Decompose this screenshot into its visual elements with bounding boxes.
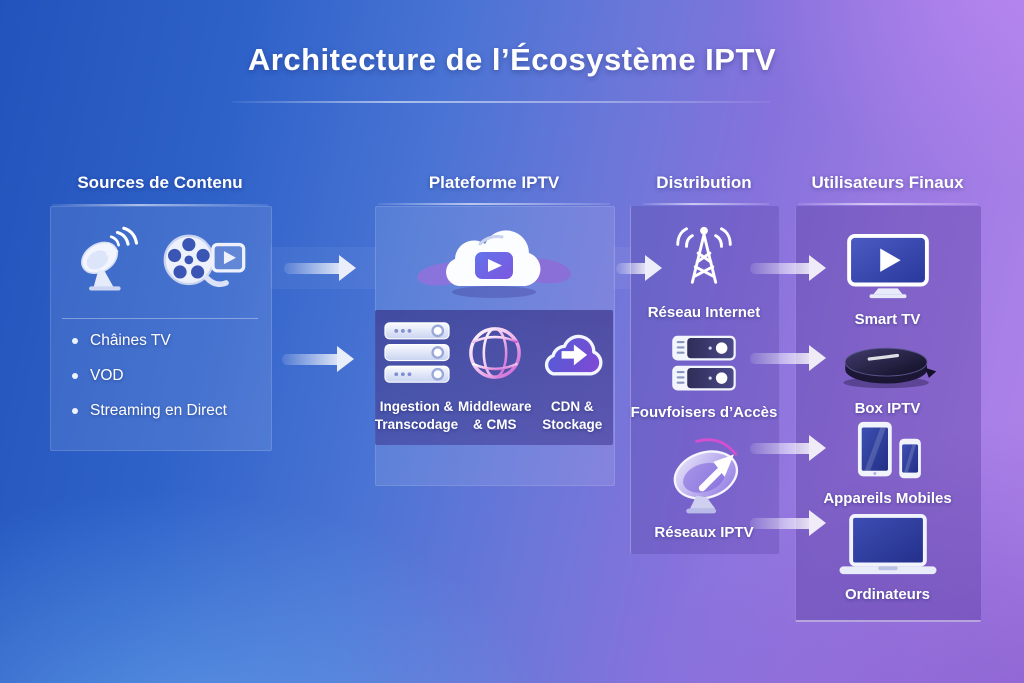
server-stack-icon: [383, 322, 450, 383]
cloud-share-icon: [545, 334, 603, 376]
platform-components-row: Ingestion & Transcodage Middle: [375, 316, 613, 433]
sources-divider: [62, 318, 258, 319]
flow-arrow-platform-to-distribution: [616, 255, 662, 281]
sources-column-header: Sources de Contenu: [77, 173, 243, 192]
smart-tv-icon: [846, 233, 929, 299]
node-label: Smart TV: [854, 311, 921, 328]
satellite-dish-icon: [81, 226, 139, 291]
node-label: Réseau Internet: [647, 304, 761, 321]
users-column-header: Utilisateurs Finaux: [811, 173, 964, 192]
user-device-node: Smart TV: [795, 232, 980, 328]
platform-column-header: Plateforme IPTV: [428, 173, 560, 192]
source-item-label: VOD: [90, 367, 124, 384]
icon-box: [380, 316, 454, 390]
flow-arrow-to-computers: [750, 510, 826, 536]
component-label: CDN & Stockage: [542, 399, 603, 432]
iptv-box-icon: [842, 347, 936, 389]
source-item-label: Streaming en Direct: [90, 402, 227, 419]
flow-arrow-sources-to-platform-bottom: [282, 346, 354, 372]
cloud-play-icon: [417, 230, 571, 298]
distribution-node: Réseau Internet: [630, 220, 778, 321]
bullet-dot: [72, 373, 78, 379]
distribution-node: Fouvfoisers d’Accès: [630, 334, 778, 421]
sources-icon-row: [50, 222, 270, 300]
platform-component: Middleware & CMS: [456, 316, 534, 433]
satellite-dish-arrow-icon: [673, 438, 739, 514]
source-item-label: Châines TV: [90, 332, 171, 349]
node-label: Réseaux IPTV: [654, 524, 754, 541]
list-item: Châines TV: [72, 330, 262, 352]
sources-header-underline: [52, 204, 268, 206]
flow-arrow-sources-to-platform-top: [284, 255, 356, 281]
globe-icon: [468, 327, 521, 379]
antenna-tower-icon: [676, 226, 732, 284]
sources-list: Châines TV VOD Streaming en Direct: [72, 330, 262, 435]
platform-header-underline: [378, 203, 610, 205]
platform-component: Ingestion & Transcodage: [374, 316, 459, 433]
page-title: Architecture de l’Écosystème IPTV: [247, 42, 777, 77]
list-item: Streaming en Direct: [72, 400, 262, 422]
sources-panel: [50, 206, 272, 451]
node-label: Appareils Mobiles: [823, 490, 952, 507]
icon-box: [464, 316, 526, 390]
distribution-header-underline: [643, 203, 769, 205]
access-servers-icon: [672, 335, 736, 391]
mobile-devices-icon: [857, 421, 921, 479]
user-device-node: Ordinateurs: [795, 514, 980, 603]
node-label: Box IPTV: [854, 400, 921, 417]
laptop-icon: [839, 514, 936, 575]
component-label: Middleware & CMS: [457, 399, 532, 432]
title-divider: [232, 101, 770, 103]
bullet-dot: [72, 338, 78, 344]
list-item: VOD: [72, 365, 262, 387]
bullet-dot: [72, 408, 78, 414]
user-device-node: Appareils Mobiles: [795, 420, 980, 507]
user-device-node: Box IPTV: [795, 338, 980, 417]
flow-arrow-to-smart-tv: [750, 255, 826, 281]
icon-box: [536, 316, 608, 390]
flow-arrow-to-mobiles: [750, 435, 826, 461]
users-header-underline: [798, 203, 978, 205]
component-label: Ingestion & Transcodage: [374, 399, 459, 432]
film-reel-icon: [163, 234, 246, 287]
node-label: Fouvfoisers d’Accès: [630, 404, 778, 421]
flow-arrow-to-box-iptv: [750, 345, 826, 371]
node-label: Ordinateurs: [844, 586, 931, 603]
distribution-node: Réseaux IPTV: [630, 432, 778, 541]
platform-component: CDN & Stockage: [534, 316, 612, 433]
distribution-column-header: Distribution: [656, 173, 752, 192]
